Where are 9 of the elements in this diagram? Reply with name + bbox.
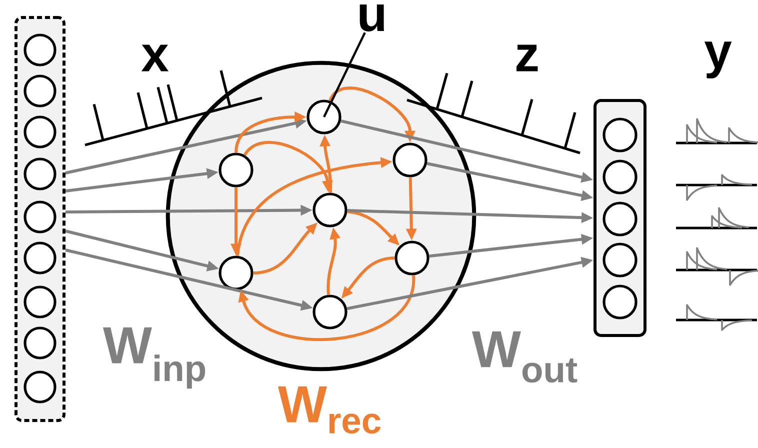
axis-label: z <box>516 44 538 72</box>
axis-label: x <box>141 44 169 72</box>
weight-label: W$_{rec}$ <box>278 386 381 434</box>
weight-label: W$_{inp}$ <box>102 327 206 389</box>
axis-label: y <box>704 42 732 78</box>
weight-label: W$_{out}$ <box>472 331 578 383</box>
leader-line <box>323 32 366 118</box>
variable-label: u <box>360 4 384 32</box>
arrow <box>238 275 415 342</box>
